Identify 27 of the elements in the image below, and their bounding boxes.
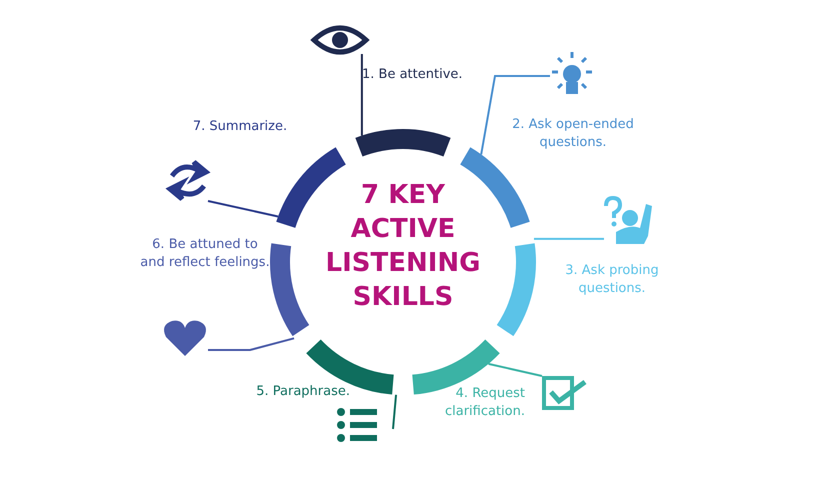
skill-label: 5. Paraphrase. xyxy=(255,383,350,401)
leader-line xyxy=(534,238,604,240)
refresh-icon xyxy=(168,160,208,202)
checkbox-icon xyxy=(542,376,586,410)
skill-label: 3. Ask probing questions. xyxy=(564,262,660,298)
leader-line xyxy=(488,362,542,377)
ring-segment xyxy=(496,243,536,336)
heart-icon xyxy=(164,320,206,356)
leader-line xyxy=(208,337,294,351)
skill-label: 2. Ask open-ended questions. xyxy=(511,116,635,152)
ring-segment xyxy=(355,129,451,156)
ring-segment xyxy=(276,147,346,228)
skill-label: 4. Request clarification. xyxy=(444,385,525,421)
lightbulb-icon xyxy=(552,52,592,94)
skill-label: 6. Be attuned to and reflect feelings. xyxy=(140,236,270,272)
ring-segment xyxy=(270,243,310,336)
center-title: 7 KEY ACTIVE LISTENING SKILLS xyxy=(323,178,483,314)
ring-segment xyxy=(460,147,530,228)
leader-line xyxy=(392,394,398,430)
leader-line xyxy=(360,54,363,136)
leader-line xyxy=(208,200,278,218)
raised-hand-icon xyxy=(604,196,652,244)
skill-label: 7. Summarize. xyxy=(192,118,288,136)
list-icon xyxy=(337,408,377,442)
leader-line xyxy=(480,75,550,155)
eye-icon xyxy=(312,26,368,54)
skill-label: 1. Be attentive. xyxy=(362,66,464,84)
